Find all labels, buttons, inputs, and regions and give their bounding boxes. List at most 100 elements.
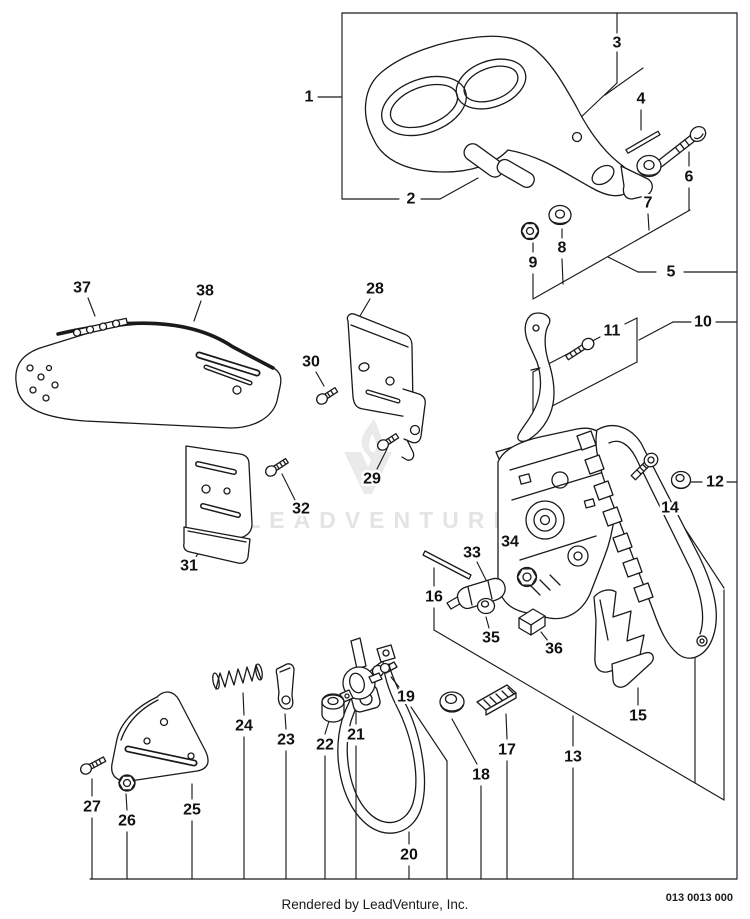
leader-line-33 bbox=[476, 561, 487, 581]
callout-23: 23 bbox=[277, 732, 295, 749]
leader-line-8 bbox=[561, 258, 564, 285]
guard-bracket-part-15 bbox=[593, 589, 654, 688]
grommet-part-8 bbox=[548, 204, 572, 226]
callout-36: 36 bbox=[545, 641, 563, 658]
tensioner-rod-part-16 bbox=[422, 550, 472, 580]
callout-31: 31 bbox=[180, 558, 198, 575]
callout-37: 37 bbox=[73, 280, 91, 297]
screw-part-32 bbox=[264, 457, 289, 477]
leader-line-36 bbox=[540, 631, 549, 642]
callout-12: 12 bbox=[706, 474, 724, 491]
nut-part-26 bbox=[118, 774, 136, 792]
group-boundary-line bbox=[624, 317, 638, 325]
leader-line-35 bbox=[485, 616, 490, 629]
callout-38: 38 bbox=[196, 283, 214, 300]
inner-plate-part-31 bbox=[183, 445, 253, 564]
callout-27: 27 bbox=[83, 799, 101, 816]
callout-1: 1 bbox=[305, 89, 314, 106]
callout-26: 26 bbox=[118, 813, 136, 830]
callout-18: 18 bbox=[472, 767, 490, 784]
watermark: LEADVENTURE bbox=[246, 419, 518, 533]
leader-line-37 bbox=[87, 297, 96, 317]
callout-13: 13 bbox=[564, 749, 582, 766]
callout-35: 35 bbox=[482, 630, 500, 647]
callout-11: 11 bbox=[604, 323, 621, 340]
side-plate-part-28 bbox=[346, 313, 426, 461]
trigger-lockout-part bbox=[463, 143, 535, 189]
leader-lines bbox=[87, 12, 738, 880]
callout-32: 32 bbox=[292, 501, 310, 518]
screw-part-27 bbox=[79, 756, 107, 775]
bushing-part-22 bbox=[321, 693, 345, 723]
callout-33: 33 bbox=[463, 545, 481, 562]
callout-28: 28 bbox=[366, 281, 384, 298]
callout-30: 30 bbox=[302, 354, 320, 371]
callout-10: 10 bbox=[694, 314, 712, 331]
leader-line-2 bbox=[439, 177, 479, 200]
callout-34: 34 bbox=[501, 534, 519, 551]
latch-part-23 bbox=[275, 663, 295, 710]
group-boundary-lines bbox=[89, 12, 738, 880]
chain-catcher-part-25 bbox=[111, 691, 209, 782]
footer-text: Rendered by LeadVenture, Inc. bbox=[282, 897, 469, 912]
leader-line-5 bbox=[607, 256, 639, 273]
grommet-part-12 bbox=[670, 470, 692, 490]
grommet-part-18 bbox=[439, 691, 465, 713]
damper-block-part-36 bbox=[518, 608, 546, 636]
leader-line-19 bbox=[410, 706, 448, 762]
leader-line-38 bbox=[193, 300, 202, 322]
leader-line-32 bbox=[281, 473, 296, 501]
nut-part-34 bbox=[516, 566, 538, 588]
callout-25: 25 bbox=[183, 802, 201, 819]
callout-7: 7 bbox=[644, 195, 653, 212]
callout-5: 5 bbox=[667, 264, 676, 281]
callout-19: 19 bbox=[397, 689, 415, 706]
callout-15: 15 bbox=[629, 708, 647, 725]
group-boundary-line bbox=[532, 209, 691, 300]
ribbed-strip-part-17 bbox=[476, 684, 517, 716]
callout-9: 9 bbox=[529, 255, 538, 272]
guard-screws-part-37 bbox=[72, 317, 129, 337]
brake-lever-part-11 bbox=[517, 312, 555, 443]
leader-line-18 bbox=[451, 718, 478, 765]
callout-29: 29 bbox=[363, 471, 381, 488]
callout-14: 14 bbox=[661, 500, 679, 517]
pin-part-4 bbox=[625, 130, 661, 154]
leader-line-24 bbox=[242, 692, 245, 716]
leader-line-22 bbox=[324, 720, 330, 735]
leader-line-3 bbox=[577, 82, 618, 121]
brake-band-segments bbox=[576, 430, 654, 603]
callout-22: 22 bbox=[316, 737, 334, 754]
leader-line-17 bbox=[505, 713, 508, 740]
screw-part-11 bbox=[565, 337, 595, 361]
screw-part-29 bbox=[376, 432, 400, 451]
screw-part-14 bbox=[630, 452, 659, 481]
callout-21: 21 bbox=[347, 727, 365, 744]
watermark-text: LEADVENTURE bbox=[246, 507, 518, 533]
washer-part-35 bbox=[476, 597, 496, 615]
adjuster-part-33 bbox=[446, 577, 506, 610]
leader-line-26 bbox=[125, 793, 128, 811]
callout-16: 16 bbox=[425, 589, 443, 606]
chain-guard-part bbox=[15, 321, 282, 429]
callout-6: 6 bbox=[685, 169, 694, 186]
callout-20: 20 bbox=[400, 847, 418, 864]
callout-24: 24 bbox=[235, 718, 253, 735]
rear-handle-part bbox=[576, 425, 717, 659]
screw-part-30 bbox=[315, 386, 339, 405]
nut-part-9 bbox=[520, 221, 540, 241]
callout-labels: 1234567891011121314151617181920212223242… bbox=[71, 32, 727, 866]
leader-line-10 bbox=[638, 321, 674, 341]
group-boundary-line bbox=[433, 629, 725, 801]
spring-part-24 bbox=[212, 663, 263, 690]
linkage-lever-part-21 bbox=[339, 637, 391, 703]
parts bbox=[15, 35, 717, 834]
callout-17: 17 bbox=[498, 742, 516, 759]
leader-line-29 bbox=[376, 448, 388, 470]
front-handle-part bbox=[364, 35, 653, 200]
callout-3: 3 bbox=[613, 35, 622, 52]
leader-line-7 bbox=[647, 213, 650, 231]
callout-8: 8 bbox=[558, 240, 567, 257]
callout-4: 4 bbox=[637, 91, 646, 108]
callout-2: 2 bbox=[407, 191, 416, 208]
